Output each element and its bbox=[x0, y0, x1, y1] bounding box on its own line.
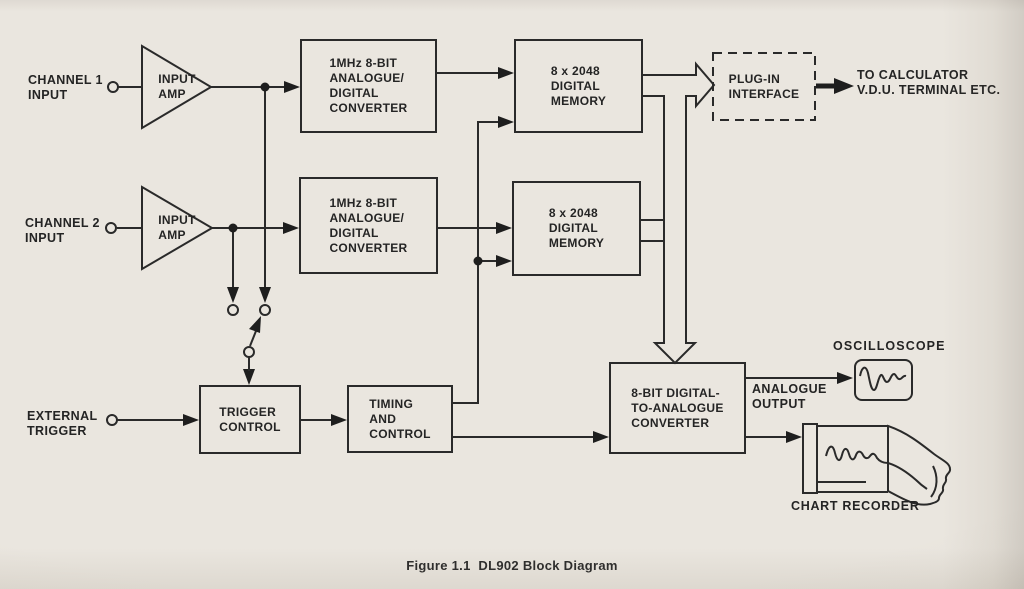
junction-dots bbox=[228, 82, 483, 266]
data-bus-arrows bbox=[640, 61, 716, 365]
input-amp1-icon bbox=[141, 44, 213, 130]
block-adc1 bbox=[300, 39, 437, 133]
figure-caption: Figure 1.1 DL902 Block Diagram bbox=[406, 558, 618, 573]
to-calculator-arrow bbox=[816, 78, 854, 94]
block-memory2 bbox=[512, 181, 641, 276]
oscilloscope-icon bbox=[854, 359, 913, 401]
block-dac bbox=[609, 362, 746, 454]
chart-recorder-icon bbox=[802, 423, 952, 506]
external-trigger-terminal bbox=[106, 414, 118, 426]
block-plug-in-interface bbox=[712, 52, 816, 121]
arrowheads bbox=[183, 67, 853, 443]
channel2-terminal bbox=[105, 222, 117, 234]
block-trigger-control bbox=[199, 385, 301, 454]
channel1-terminal bbox=[107, 81, 119, 93]
block-adc2 bbox=[299, 177, 438, 274]
block-outlines bbox=[199, 39, 816, 454]
trigger-switch-icon bbox=[227, 304, 271, 371]
input-amp2-icon bbox=[141, 185, 214, 271]
block-memory1 bbox=[514, 39, 643, 133]
connector-lines bbox=[117, 72, 838, 438]
block-timing-control bbox=[347, 385, 453, 453]
